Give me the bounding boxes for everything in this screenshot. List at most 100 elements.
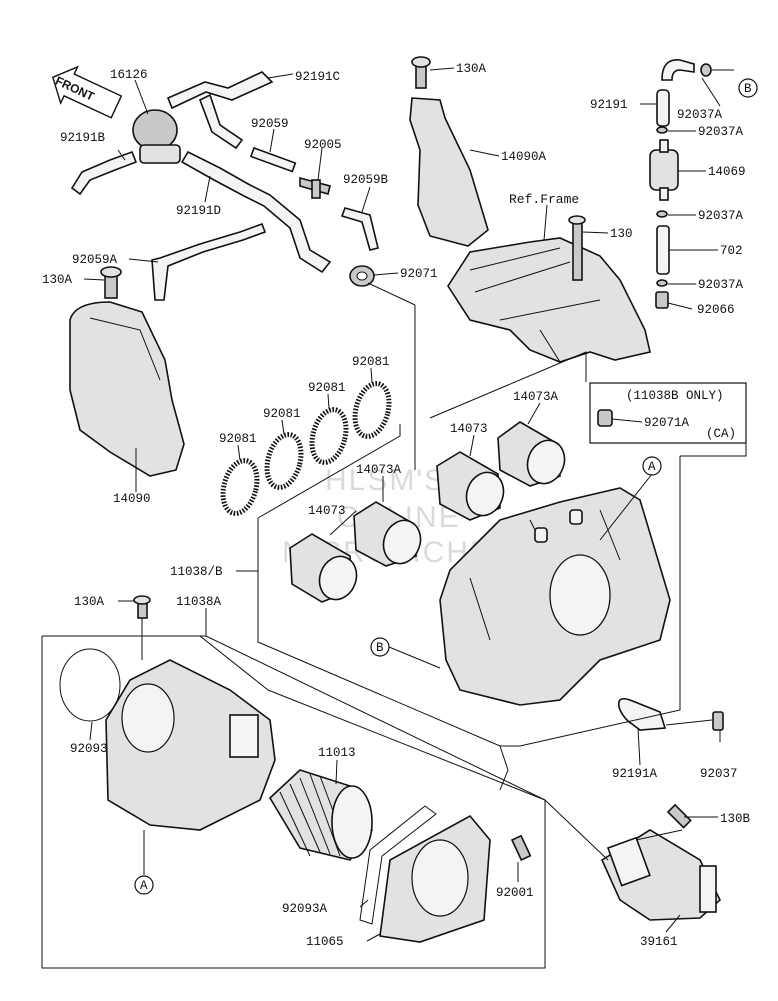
duct-39161 [600, 829, 721, 921]
label-14090A: 14090A [501, 150, 547, 164]
label-92037A-4: 92037A [698, 278, 744, 292]
tube-92059A [151, 222, 267, 301]
label-92093A: 92093A [282, 902, 328, 916]
label-92191C: 92191C [295, 70, 340, 84]
label-92071: 92071 [400, 267, 438, 281]
note-box-frame [589, 382, 747, 444]
clamp-92037 [712, 711, 724, 731]
ref-frame-label: Ref.Frame [509, 192, 579, 207]
label-92037A-3: 92037A [698, 209, 744, 223]
hose-92191D [180, 150, 332, 274]
valve-body [139, 144, 181, 164]
tube-702 [656, 225, 670, 275]
note-line-2: (CA) [706, 427, 736, 441]
t-fitting-stem [311, 179, 321, 199]
label-92037A-1: 92037A [677, 108, 723, 122]
cover-14090 [69, 266, 185, 477]
duct-14073-1 [436, 451, 505, 521]
plug-92066 [655, 291, 669, 309]
label-702: 702 [720, 244, 743, 258]
clamp-ring-92081-1 [220, 458, 260, 516]
label-14073-1: 14073 [450, 422, 488, 436]
hose-92191C [166, 71, 274, 110]
label-92191: 92191 [590, 98, 628, 112]
duct-14073-2 [289, 533, 358, 603]
hose-92191B [70, 150, 138, 196]
part-labels: 16126 92191C 92191B 92059 92005 92059B 9… [42, 62, 751, 949]
front-arrow-icon: FRONT [51, 65, 123, 119]
label-92191A: 92191A [612, 767, 658, 781]
label-92071A: 92071A [644, 416, 690, 430]
tube-92059B [340, 207, 379, 251]
label-92037: 92037 [700, 767, 738, 781]
svg-text:B: B [376, 641, 384, 655]
hose-92191-elbow [661, 59, 695, 81]
tube-92059-upper [198, 93, 244, 150]
bolt-130 [572, 219, 583, 281]
clamp-ring-92081-3 [309, 407, 349, 465]
label-92059B: 92059B [343, 173, 389, 187]
label-92081-4: 92081 [352, 355, 390, 369]
clamp-92037A-2 [656, 126, 668, 134]
hose-92191 [656, 89, 670, 127]
bolt-130B [666, 803, 692, 829]
label-130A-top: 130A [456, 62, 487, 76]
hose-92191A [617, 697, 667, 731]
label-11013: 11013 [318, 746, 356, 760]
clamp-92037A-1 [700, 63, 712, 77]
label-92093: 92093 [70, 742, 108, 756]
label-92066: 92066 [697, 303, 735, 317]
callout-b-mid: B [370, 637, 390, 657]
label-14073A-2: 14073A [356, 463, 402, 477]
filter-element-11013 [268, 769, 373, 861]
ref-frame [447, 215, 651, 363]
callout-a-right: A [642, 456, 662, 476]
watermark-line-1: HLSM'S [325, 464, 446, 497]
label-92005: 92005 [304, 138, 342, 152]
callout-b-top: B [738, 78, 758, 98]
grommet-92071 [349, 265, 375, 287]
label-130A-left: 130A [42, 273, 73, 287]
gasket-92093A [359, 805, 437, 925]
bracket-14090A-body [409, 97, 489, 247]
clamp-ring-92081-2 [264, 432, 304, 490]
grommet-92071A [597, 409, 613, 427]
bolt-92001 [510, 834, 532, 862]
label-92191D: 92191D [176, 204, 221, 218]
bracket-14090A [409, 56, 489, 247]
intake-ducts [289, 421, 566, 603]
filter-14069 [649, 149, 679, 191]
hose-assembly-top-left [70, 71, 379, 301]
label-11038B: 11038/B [170, 565, 223, 579]
clamp-92037A-3 [656, 210, 668, 218]
note-box: (11038B ONLY) (CA) [589, 382, 747, 444]
clamp-rings [220, 381, 392, 516]
label-92001: 92001 [496, 886, 534, 900]
callout-a-bottom: A [134, 875, 154, 895]
note-line-1: (11038B ONLY) [626, 389, 724, 403]
label-92081-3: 92081 [308, 381, 346, 395]
label-14073A-1: 14073A [513, 390, 559, 404]
label-11038A: 11038A [176, 595, 222, 609]
label-92081-1: 92081 [219, 432, 257, 446]
ref-frame-body [447, 237, 651, 363]
valve-16126 [132, 109, 178, 151]
label-16126: 16126 [110, 68, 148, 82]
label-14090: 14090 [113, 492, 151, 506]
clamp-92037A-4 [656, 279, 668, 287]
label-92059A: 92059A [72, 253, 118, 267]
label-92037A-2: 92037A [698, 125, 744, 139]
leader-lines [83, 67, 734, 942]
hose-92191A-group [617, 697, 724, 731]
label-14069: 14069 [708, 165, 746, 179]
label-130B: 130B [720, 812, 751, 826]
duct-14073A-2 [353, 501, 422, 567]
lower-assembly [59, 595, 721, 943]
label-92059: 92059 [251, 117, 289, 131]
air-cleaner-case-11038 [439, 487, 671, 706]
svg-text:A: A [648, 460, 656, 474]
clamp-ring-92081-4 [352, 381, 392, 439]
svg-text:A: A [140, 879, 148, 893]
group-boundaries [41, 351, 747, 969]
label-92191B: 92191B [60, 131, 106, 145]
